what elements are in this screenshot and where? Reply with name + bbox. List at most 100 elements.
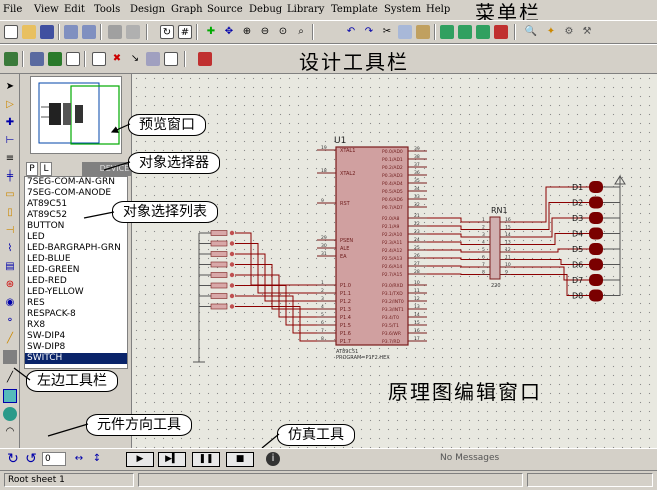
block-move-icon[interactable] <box>458 25 472 39</box>
print-icon[interactable] <box>108 25 122 39</box>
list-item[interactable]: LED-YELLOW <box>25 287 127 298</box>
block-delete-icon[interactable] <box>494 25 508 39</box>
menu-edit[interactable]: Edit <box>64 4 85 15</box>
wire-autorouter-icon[interactable] <box>4 52 18 66</box>
menu-file[interactable]: File <box>3 4 22 15</box>
generator-icon[interactable]: ⊛ <box>3 278 17 292</box>
save-icon[interactable] <box>40 25 54 39</box>
box-tool-icon[interactable] <box>3 389 17 403</box>
block-rotate-icon[interactable] <box>476 25 490 39</box>
rotate-cw-icon[interactable]: ↻ <box>6 452 20 466</box>
list-item[interactable]: 7SEG-COM-AN-GRN <box>25 177 127 188</box>
netlist-to-ares-icon[interactable] <box>198 52 212 66</box>
junction-dot-icon[interactable]: ✚ <box>3 116 17 130</box>
library-tab[interactable]: L <box>40 162 52 176</box>
block-copy-icon[interactable] <box>440 25 454 39</box>
redo-icon[interactable]: ↷ <box>362 25 376 39</box>
2d-graphics-icon[interactable] <box>3 350 17 364</box>
list-item[interactable]: RES <box>25 298 127 309</box>
list-item-selected[interactable]: SWITCH <box>25 353 127 364</box>
remove-sheet-icon[interactable]: ✖ <box>110 52 124 66</box>
list-item[interactable]: LED-RED <box>25 276 127 287</box>
import-icon[interactable] <box>64 25 78 39</box>
paste-icon[interactable] <box>416 25 430 39</box>
circle-tool-icon[interactable] <box>3 407 17 421</box>
bill-of-materials-icon[interactable] <box>146 52 160 66</box>
menu-view[interactable]: View <box>34 4 59 15</box>
menu-source[interactable]: Source <box>207 4 243 15</box>
resistor-pack[interactable] <box>490 217 500 279</box>
list-item[interactable]: LED-BARGRAPH-GRN <box>25 243 127 254</box>
selection-mode-icon[interactable]: ➤ <box>3 80 17 94</box>
wire-label-icon[interactable]: ⊢ <box>3 134 17 148</box>
design-explorer-icon[interactable] <box>66 52 80 66</box>
origin-icon[interactable]: ✚ <box>204 25 218 39</box>
zoom-in-icon[interactable]: ⊕ <box>240 25 254 39</box>
zoom-area-icon[interactable]: ⌕ <box>294 25 308 39</box>
print-area-icon[interactable] <box>126 25 140 39</box>
undo-icon[interactable]: ↶ <box>344 25 358 39</box>
decompose-icon[interactable]: ⚒ <box>580 25 594 39</box>
list-item[interactable]: SW-DIP4 <box>25 331 127 342</box>
refresh-icon[interactable]: ↻ <box>160 25 174 39</box>
info-icon[interactable]: i <box>266 452 280 466</box>
terminals-icon[interactable]: ▯ <box>3 206 17 220</box>
pan-icon[interactable]: ✥ <box>222 25 236 39</box>
make-device-icon[interactable]: ✦ <box>544 25 558 39</box>
list-item[interactable]: LED-BLUE <box>25 254 127 265</box>
step-button[interactable]: ▶▍ <box>158 452 186 467</box>
mirror-x-icon[interactable]: ↔ <box>72 452 86 466</box>
component-mode-icon[interactable]: ▷ <box>3 98 17 112</box>
text-script-icon[interactable]: ≡ <box>3 152 17 166</box>
rotation-input[interactable]: 0 <box>42 452 66 466</box>
search-tag-icon[interactable] <box>30 52 44 66</box>
new-file-icon[interactable] <box>4 25 18 39</box>
menu-template[interactable]: Template <box>331 4 378 15</box>
cut-icon[interactable]: ✂ <box>380 25 394 39</box>
packaging-tool-icon[interactable]: ⚙ <box>562 25 576 39</box>
list-item[interactable]: 7SEG-COM-ANODE <box>25 188 127 199</box>
property-assign-icon[interactable] <box>48 52 62 66</box>
current-probe-icon[interactable]: ⚬ <box>3 314 17 328</box>
export-icon[interactable] <box>82 25 96 39</box>
menu-library[interactable]: Library <box>287 4 324 15</box>
mirror-y-icon[interactable]: ↕ <box>90 452 104 466</box>
pick-device-tab[interactable]: P <box>26 162 38 176</box>
grid-icon[interactable]: # <box>178 25 192 39</box>
rotate-ccw-icon[interactable]: ↺ <box>24 452 38 466</box>
erc-report-icon[interactable] <box>164 52 178 66</box>
voltage-probe-icon[interactable]: ◉ <box>3 296 17 310</box>
list-item[interactable]: LED <box>25 232 127 243</box>
menu-system[interactable]: System <box>384 4 421 15</box>
arc-tool-icon[interactable]: ◠ <box>3 425 17 439</box>
menu-help[interactable]: Help <box>426 4 450 15</box>
led-label: D8 <box>572 292 583 301</box>
menu-design[interactable]: Design <box>130 4 165 15</box>
virtual-instrument-icon[interactable]: ╱ <box>3 332 17 346</box>
tape-recorder-icon[interactable]: ▤ <box>3 260 17 274</box>
list-item[interactable]: RESPACK-8 <box>25 309 127 320</box>
pause-button[interactable]: ❚❚ <box>192 452 220 467</box>
stop-button[interactable]: ■ <box>226 452 254 467</box>
list-item[interactable]: RX8 <box>25 320 127 331</box>
subcircuit-icon[interactable]: ▭ <box>3 188 17 202</box>
open-file-icon[interactable] <box>22 25 36 39</box>
line-tool-icon[interactable]: ╱ <box>3 371 17 385</box>
menu-graph[interactable]: Graph <box>171 4 203 15</box>
list-item[interactable]: BUTTON <box>25 221 127 232</box>
zoom-all-icon[interactable]: ⊙ <box>276 25 290 39</box>
device-pins-icon[interactable]: ⊣ <box>3 224 17 238</box>
goto-sheet-icon[interactable]: ↘ <box>128 52 142 66</box>
list-item[interactable]: SW-DIP8 <box>25 342 127 353</box>
menu-debug[interactable]: Debug <box>249 4 282 15</box>
menu-tools[interactable]: Tools <box>94 4 120 15</box>
zoom-out-icon[interactable]: ⊖ <box>258 25 272 39</box>
graph-mode-icon[interactable]: ⌇ <box>3 242 17 256</box>
play-button[interactable]: ▶ <box>126 452 154 467</box>
preview-window[interactable] <box>30 76 122 154</box>
list-item[interactable]: LED-GREEN <box>25 265 127 276</box>
pick-device-icon[interactable]: 🔍 <box>524 25 538 39</box>
copy-icon[interactable] <box>398 25 412 39</box>
new-sheet-icon[interactable] <box>92 52 106 66</box>
bus-icon[interactable]: ╪ <box>3 170 17 184</box>
